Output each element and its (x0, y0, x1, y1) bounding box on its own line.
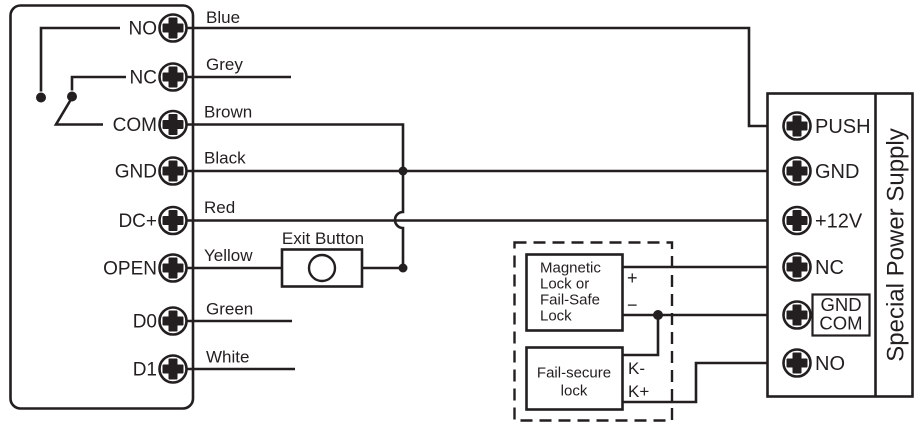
lock-group: Magnetic Lock or Fail-Safe Lock + − Fail… (513, 241, 783, 422)
terminal-screw-icon-no (158, 13, 188, 43)
power-supply: Special Power Supply PUSH GND +12V NC NO… (766, 92, 914, 398)
terminal-screw-icon-d0 (158, 306, 188, 336)
power-supply-title: Special Power Supply (883, 128, 910, 361)
power-supply-box (766, 92, 914, 398)
psu-terminal-label-nc: NC (815, 257, 844, 279)
psu-terminal-label-gnd: GND (815, 161, 859, 183)
terminal-label-no: NO (129, 19, 158, 40)
junction-dot-gnd (398, 166, 408, 176)
psu-terminal-screw-icon-12v (782, 205, 812, 236)
relay-nc-branch (70, 75, 126, 91)
relay-switch (36, 26, 126, 126)
access-controller-box (9, 4, 195, 410)
magnetic-lock-label-line3: Fail-Safe (540, 292, 600, 309)
psu-terminal-label-gnd-com-line1: GND (820, 294, 861, 315)
fail-secure-lock-box (525, 346, 624, 411)
k-minus-label: K- (628, 359, 645, 378)
junction-dot-exit-button (398, 263, 408, 273)
relay-com-lever (53, 97, 103, 126)
terminal-screw-icon-dc (158, 205, 188, 236)
terminal-label-d1: D1 (133, 360, 157, 381)
terminal-label-gnd: GND (115, 162, 157, 183)
wires (186, 26, 783, 371)
wire-label-green: Green (206, 300, 253, 319)
wire-label-black: Black (204, 149, 246, 168)
relay-nc-contact-dot (67, 91, 77, 102)
psu-terminal-label-no: NO (815, 353, 845, 375)
terminal-screw-icon-open (158, 253, 188, 283)
terminal-screw-icon-gnd (158, 156, 188, 186)
exit-button-label: Exit Button (282, 229, 364, 248)
magnetic-lock-box (525, 253, 624, 332)
terminal-label-open: OPEN (103, 259, 157, 280)
junction-dot-lock-negative (653, 310, 663, 320)
exit-button-icon (307, 253, 337, 283)
wire-k-minus-link (623, 315, 660, 357)
wire-brown (186, 123, 405, 268)
magnetic-lock-label-line2: Lock or (540, 276, 589, 293)
wire-label-grey: Grey (206, 55, 243, 74)
wire-label-white: White (206, 348, 249, 367)
magnetic-lock-negative-label: − (627, 295, 638, 315)
magnetic-lock-positive-label: + (627, 268, 638, 288)
terminal-screw-icon-com (158, 109, 188, 140)
wire-label-blue: Blue (206, 8, 240, 27)
terminal-label-d0: D0 (133, 312, 157, 333)
wire-k-plus (623, 361, 783, 404)
access-controller: NO NC COM GND DC+ OPEN D0 D1 (9, 4, 195, 410)
fail-secure-lock-label-line2: lock (561, 383, 588, 400)
magnetic-lock-label-line1: Magnetic (540, 260, 601, 277)
magnetic-lock-label-line4: Lock (540, 308, 572, 325)
exit-button: Exit Button (280, 229, 364, 288)
psu-terminal-screw-icon-no (782, 348, 812, 378)
terminal-label-dc: DC+ (118, 211, 157, 232)
psu-terminal-screw-icon-nc (782, 252, 812, 282)
psu-terminal-screw-icon-push (782, 111, 812, 141)
psu-gnd-com-label-box (811, 293, 871, 337)
relay-no-branch (39, 26, 120, 92)
psu-terminal-label-push: PUSH (815, 116, 871, 138)
terminal-label-com: COM (113, 115, 157, 136)
k-plus-label: K+ (628, 382, 649, 401)
terminal-screw-icon-d1 (158, 354, 188, 384)
fail-secure-lock-label-line1: Fail-secure (537, 365, 611, 382)
terminal-screw-icon-nc (158, 62, 188, 92)
psu-terminal-screw-icon-gnd (782, 156, 812, 186)
psu-terminal-screw-icon-gnd-com (782, 300, 812, 330)
relay-no-contact-dot (36, 92, 46, 103)
wire-labels: Blue Grey Brown Black Red Yellow Green W… (204, 8, 253, 367)
psu-terminal-label-12v: +12V (815, 211, 863, 233)
psu-terminal-label-gnd-com-line2: COM (819, 313, 862, 334)
wire-label-yellow: Yellow (204, 246, 253, 265)
wire-label-brown: Brown (204, 103, 252, 122)
lock-group-dashed-boundary (513, 241, 674, 422)
wire-label-red: Red (204, 198, 235, 217)
wire-blue (186, 26, 783, 128)
terminal-label-nc: NC (130, 68, 157, 89)
